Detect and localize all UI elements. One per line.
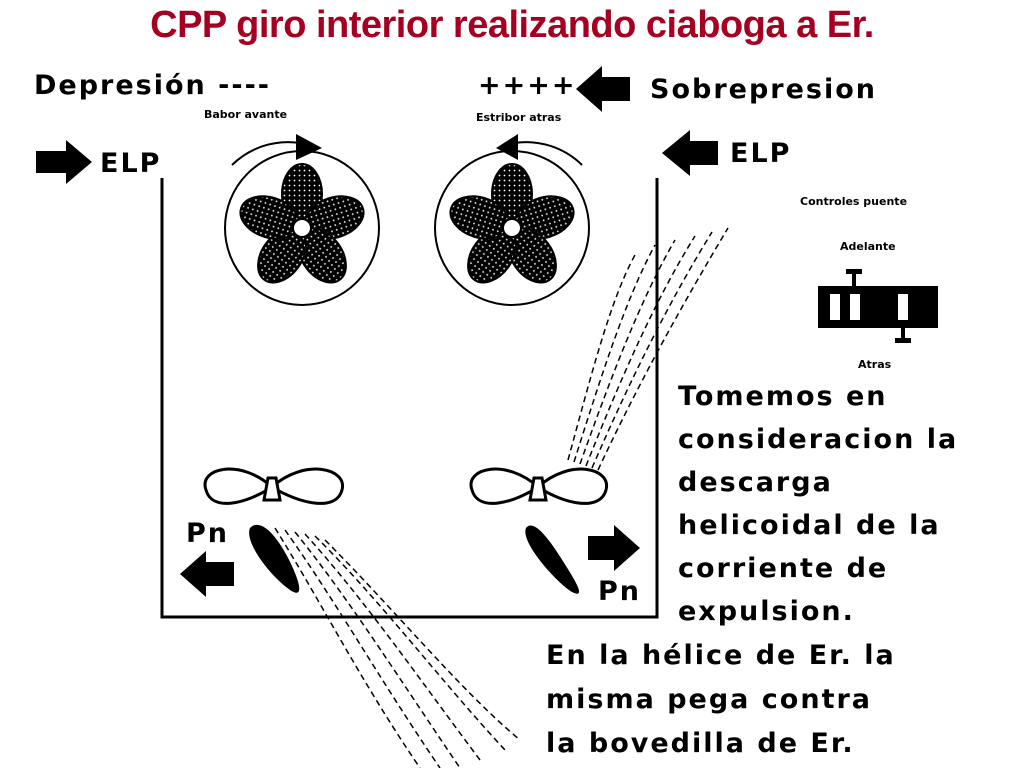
port-propeller-side-icon: [203, 467, 344, 505]
pn-left-label: Pn: [186, 518, 230, 549]
note-line: En la hélice de Er. la: [546, 640, 896, 671]
bridge-control-lever: [818, 269, 938, 343]
sobrepresion-label: Sobrepresion: [650, 74, 878, 105]
elp-right-label: ELP: [730, 138, 792, 169]
starboard-pressure-blade: [525, 525, 580, 594]
explanation-line: Tomemos en: [678, 381, 888, 412]
adelante-label: Adelante: [840, 240, 896, 253]
note-text: En la hélice de Er. la misma pega contra…: [546, 634, 896, 766]
arrow-right-icon-elp-left: [36, 140, 92, 184]
pn-right-label: Pn: [598, 576, 642, 607]
starboard-rotation-arrow: [496, 134, 583, 166]
arrow-left-icon-pn: [180, 551, 234, 597]
depresion-label: Depresión ----: [34, 70, 271, 101]
explanation-line: expulsion.: [678, 596, 855, 627]
atras-label: Atras: [858, 358, 892, 371]
note-line: misma pega contra: [546, 684, 873, 715]
starboard-discharge-stream: [567, 227, 729, 471]
controles-puente-label: Controles puente: [800, 195, 908, 208]
port-pressure-blade: [249, 524, 300, 593]
plus-signs-label: ++++: [478, 70, 577, 101]
babor-avante-label: Babor avante: [204, 108, 288, 121]
explanation-line: consideracion la: [678, 424, 959, 455]
arrow-left-icon-elp-right: [662, 130, 718, 176]
note-line: la bovedilla de Er.: [546, 728, 855, 759]
arrow-left-icon-sobrepresion: [576, 66, 630, 112]
port-propeller-disk: [224, 150, 380, 306]
page-title: CPP giro interior realizando ciaboga a E…: [150, 4, 874, 46]
explanation-text: Tomemos en consideracion la descarga hel…: [678, 375, 958, 633]
hull-outline: [160, 178, 659, 619]
explanation-line: helicoidal de la: [678, 510, 941, 541]
starboard-propeller-side-icon: [469, 467, 608, 505]
explanation-line: corriente de: [678, 553, 889, 584]
port-discharge-stream: [274, 527, 521, 768]
elp-left-label: ELP: [100, 148, 162, 179]
starboard-propeller-disk: [434, 150, 590, 306]
port-rotation-arrow: [231, 134, 322, 166]
estribor-atras-label: Estribor atras: [476, 111, 562, 124]
explanation-line: descarga: [678, 467, 833, 498]
arrow-right-icon-pn: [588, 525, 640, 571]
